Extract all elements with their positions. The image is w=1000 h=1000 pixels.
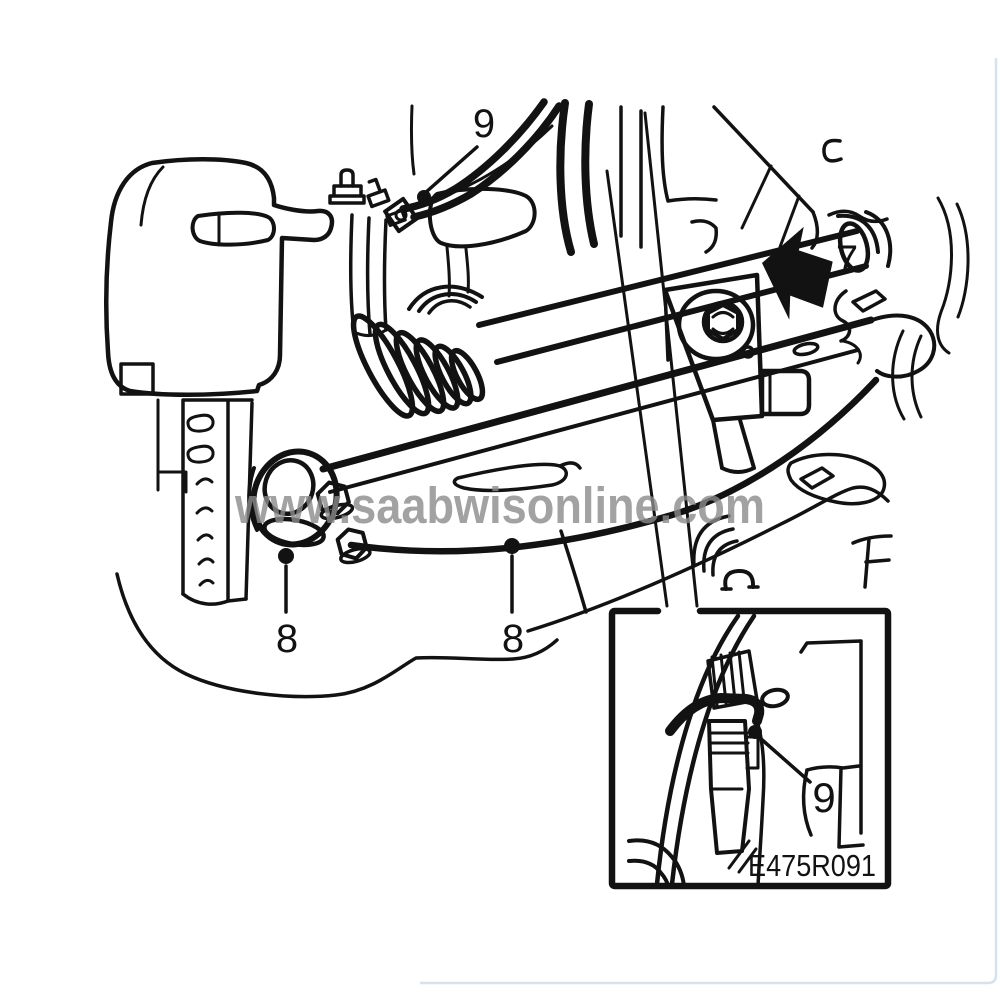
brake-hoses — [383, 98, 598, 298]
arm-bushing — [247, 448, 372, 565]
inset-border — [608, 607, 892, 890]
detail-inset: 9 E475R091 — [608, 607, 892, 890]
cv-boot — [350, 284, 486, 419]
left-arrow-icon — [762, 226, 833, 320]
brake-caliper — [104, 157, 335, 494]
callout-8-left-label: 8 — [276, 617, 298, 661]
steering-knuckle — [328, 168, 407, 337]
watermark-text: www.saabwisonline.com — [234, 477, 765, 534]
callout-9-dot — [417, 190, 431, 204]
abs-sensor-clip — [665, 693, 765, 736]
callout-9-label: 9 — [473, 102, 495, 146]
underbody-outline — [115, 452, 893, 699]
callout-8-right-label: 8 — [502, 617, 524, 661]
callout-7-label: 7 — [836, 238, 858, 282]
callout-8-left: 8 — [276, 548, 298, 661]
inset-callout-9-dot — [748, 725, 762, 739]
callout-9-top: 9 — [417, 102, 495, 204]
inset-reference-code: E475R091 — [748, 848, 876, 883]
callout-8-right-dot — [504, 538, 520, 554]
brake-disc — [181, 398, 254, 606]
sensor-cable — [755, 719, 766, 888]
magnifier-lines — [605, 111, 699, 608]
page-edge-line — [420, 58, 998, 985]
inset-callout-9-label: 9 — [812, 774, 835, 821]
callout-8-left-dot — [278, 548, 294, 564]
callout-8-right: 8 — [502, 538, 524, 661]
control-arm — [319, 313, 937, 555]
heat-shield-arcs — [692, 514, 760, 591]
abs-sensor-body — [707, 719, 751, 855]
strut-tower — [619, 105, 889, 254]
direction-arrow: 7 — [762, 226, 858, 320]
